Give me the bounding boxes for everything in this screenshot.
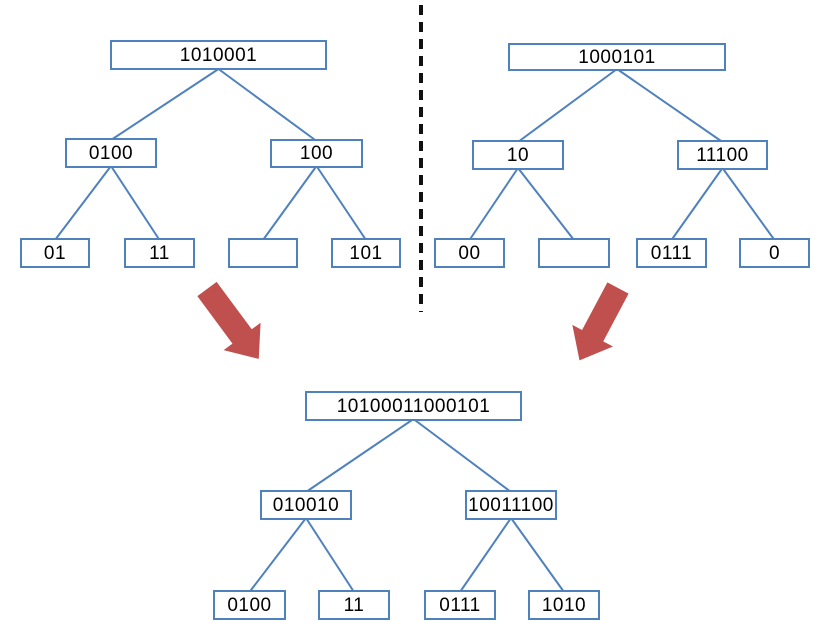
down-left-arrow-icon bbox=[572, 282, 629, 361]
tree-edge bbox=[459, 517, 512, 593]
topright-child-node: 10 bbox=[472, 140, 564, 170]
merged-root-node: 10100011000101 bbox=[305, 391, 522, 421]
merged-leaf-node: 0111 bbox=[424, 590, 496, 620]
tree-edge bbox=[616, 68, 724, 143]
tree-edge bbox=[217, 68, 318, 142]
tree-edge bbox=[468, 167, 519, 241]
merged-leaf-node: 1010 bbox=[528, 590, 600, 620]
tree-edge bbox=[248, 517, 307, 593]
tree-edge bbox=[412, 418, 512, 493]
topright-child-node: 11100 bbox=[677, 140, 768, 170]
merged-leaf-node: 0100 bbox=[213, 590, 286, 620]
tree-edge bbox=[670, 167, 724, 241]
tree-edge bbox=[517, 167, 575, 241]
topleft-leaf-node: 101 bbox=[331, 238, 401, 268]
topleft-child-node: 0100 bbox=[65, 138, 157, 168]
merged-child-node: 10011100 bbox=[465, 490, 557, 520]
topright-leaf-node: 0111 bbox=[636, 238, 707, 268]
topright-leaf-node: 0 bbox=[739, 238, 810, 268]
topleft-child-node: 100 bbox=[270, 139, 363, 168]
merged-child-node: 010010 bbox=[260, 490, 352, 520]
tree-edge bbox=[110, 165, 161, 241]
topright-leaf-node-empty bbox=[538, 238, 610, 268]
topright-leaf-node: 00 bbox=[434, 238, 505, 268]
tree-edge bbox=[510, 517, 565, 593]
topleft-leaf-node: 11 bbox=[124, 238, 195, 268]
tree-edge bbox=[721, 167, 776, 241]
tree-edge bbox=[110, 68, 220, 141]
tree-edge bbox=[517, 68, 618, 143]
topright-root-node: 1000101 bbox=[508, 43, 726, 71]
topleft-leaf-node-empty bbox=[228, 238, 298, 268]
down-right-arrow-icon bbox=[197, 281, 261, 359]
tree-edge bbox=[262, 165, 318, 241]
merged-leaf-node: 11 bbox=[318, 590, 390, 620]
tree-edge bbox=[54, 165, 112, 241]
topleft-leaf-node: 01 bbox=[20, 238, 90, 268]
tree-edge bbox=[305, 517, 355, 593]
topleft-root-node: 1010001 bbox=[110, 40, 327, 70]
tree-edge bbox=[315, 165, 367, 241]
tree-edge bbox=[305, 418, 415, 493]
